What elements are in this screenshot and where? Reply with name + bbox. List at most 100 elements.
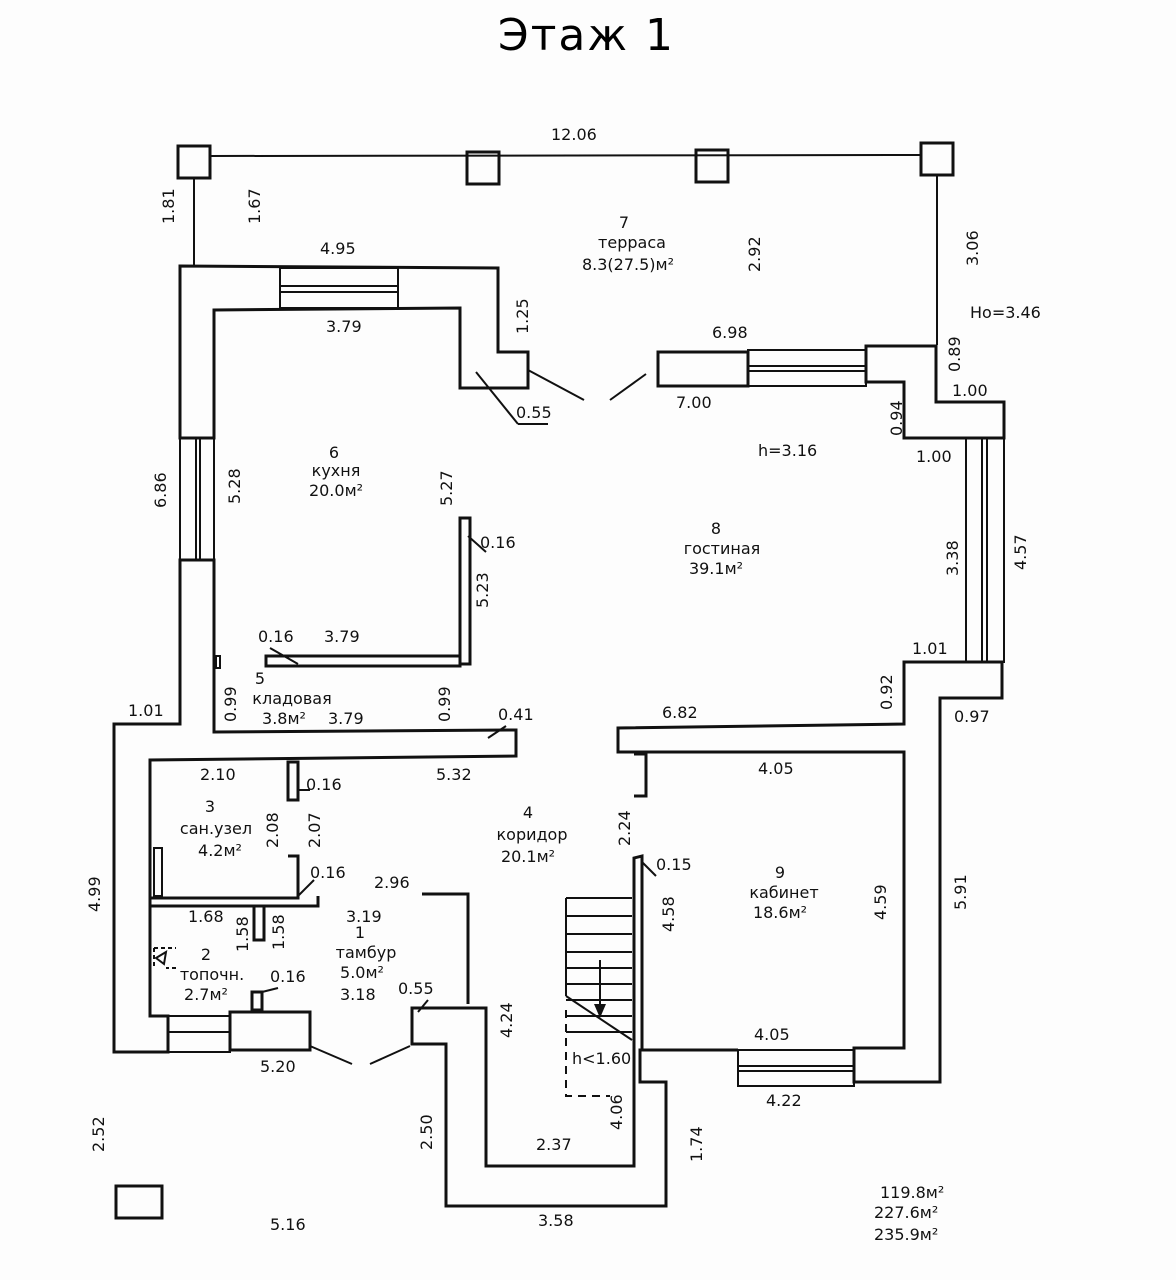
room-label-tambur: 1 тамбур 5.0м² [336, 923, 397, 982]
dimension-label: 0.94 [887, 400, 906, 436]
total-area: 227.6м² [874, 1203, 938, 1222]
dimension-label: 3.38 [943, 540, 962, 576]
dimension-label: 0.99 [435, 686, 454, 722]
dimension-label: 1.68 [188, 907, 224, 926]
room-label-boiler: 2 топочн. 2.7м² [180, 945, 244, 1004]
dimension-labels: 12.06 1.81 1.67 4.95 3.79 1.25 0.55 2.92… [85, 125, 1030, 1234]
svg-text:20.1м²: 20.1м² [501, 847, 555, 866]
dimension-label: 3.58 [538, 1211, 574, 1230]
dimension-label: 1.25 [513, 298, 532, 334]
stair-height-label: h<1.60 [572, 1049, 631, 1068]
ceiling-height-label: h=3.16 [758, 441, 817, 460]
dimension-label: 0.89 [945, 336, 964, 372]
plan-title: Этаж 1 [498, 10, 675, 61]
room-label-kitchen: 6 кухня 20.0м² [309, 443, 363, 500]
svg-text:терраса: терраса [598, 233, 666, 252]
ceiling-height-label: Hо=3.46 [970, 303, 1041, 322]
dimension-label: 3.79 [328, 709, 364, 728]
dimension-label: 2.07 [305, 812, 324, 848]
dimension-label: 1.01 [912, 639, 948, 658]
dimension-label: 2.52 [89, 1116, 108, 1152]
room-label-bathroom: 3 сан.узел 4.2м² [180, 797, 252, 860]
svg-text:кухня: кухня [312, 461, 361, 480]
svg-text:кабинет: кабинет [749, 883, 818, 902]
svg-text:гостиная: гостиная [684, 539, 761, 558]
svg-text:8: 8 [711, 519, 721, 538]
svg-text:2.7м²: 2.7м² [184, 985, 228, 1004]
svg-text:коридор: коридор [496, 825, 567, 844]
dimension-label: 2.08 [263, 812, 282, 848]
area-totals: 119.8м² 227.6м² 235.9м² [874, 1183, 944, 1244]
room-label-living: 8 гостиная 39.1м² [684, 519, 761, 578]
dimension-label: 4.59 [871, 884, 890, 920]
svg-text:5.0м²: 5.0м² [340, 963, 384, 982]
dimension-label: 5.20 [260, 1057, 296, 1076]
svg-text:8.3(27.5)м²: 8.3(27.5)м² [582, 255, 674, 274]
dimension-label: 0.15 [656, 855, 692, 874]
outdoor-column [114, 1184, 164, 1220]
dimension-label: 2.10 [200, 765, 236, 784]
dimension-label: 4.57 [1011, 534, 1030, 570]
dimension-label: 0.16 [306, 775, 342, 794]
dimension-label: 4.22 [766, 1091, 802, 1110]
exterior-walls [112, 264, 1006, 1208]
dimension-label: 2.24 [615, 810, 634, 846]
svg-text:7: 7 [619, 213, 629, 232]
dimension-label: 3.18 [340, 985, 376, 1004]
svg-text:тамбур: тамбур [336, 943, 397, 962]
svg-text:9: 9 [775, 863, 785, 882]
total-area: 235.9м² [874, 1225, 938, 1244]
dimension-label: 0.41 [498, 705, 534, 724]
svg-text:3.8м²: 3.8м² [262, 709, 306, 728]
dimension-label: 0.55 [398, 979, 434, 998]
dimension-label: 4.05 [754, 1025, 790, 1044]
dimension-label: 4.58 [659, 896, 678, 932]
dimension-label: 2.37 [536, 1135, 572, 1154]
dimension-label: 2.50 [417, 1114, 436, 1150]
dimension-label: 3.79 [324, 627, 360, 646]
terrace-column [694, 148, 730, 184]
dimension-label: 4.24 [497, 1002, 516, 1038]
svg-text:4: 4 [523, 803, 533, 822]
dimension-label: 1.67 [245, 188, 264, 224]
dimension-label: 0.99 [221, 686, 240, 722]
total-area: 119.8м² [880, 1183, 944, 1202]
dimension-label: 4.05 [758, 759, 794, 778]
dimension-label: 2.96 [374, 873, 410, 892]
dimension-label: 1.00 [952, 381, 988, 400]
svg-text:18.6м²: 18.6м² [753, 903, 807, 922]
dimension-label: 0.16 [310, 863, 346, 882]
room-label-corridor: 4 коридор 20.1м² [496, 803, 567, 866]
svg-text:2: 2 [201, 945, 211, 964]
dimension-label: 5.32 [436, 765, 472, 784]
leader-lines [261, 371, 657, 1013]
dimension-label: 6.86 [151, 472, 170, 508]
dimension-label: 0.97 [954, 707, 990, 726]
room-label-storage: 5 кладовая 3.8м² [252, 669, 331, 728]
dimension-label: 3.06 [963, 230, 982, 266]
dimension-label: 0.16 [480, 533, 516, 552]
dimension-label: 5.23 [473, 572, 492, 608]
dimension-label: 7.00 [676, 393, 712, 412]
room-label-study: 9 кабинет 18.6м² [749, 863, 818, 922]
svg-text:1: 1 [355, 923, 365, 942]
dimension-label: 4.06 [607, 1094, 626, 1130]
svg-text:3: 3 [205, 797, 215, 816]
room-label-terrace: 7 терраса 8.3(27.5)м² [582, 213, 674, 274]
dimension-label: 5.91 [951, 874, 970, 910]
dimension-label: 0.55 [516, 403, 552, 422]
dimension-label: 1.58 [233, 916, 252, 952]
dimension-label: 0.92 [877, 674, 896, 710]
dimension-label: 1.01 [128, 701, 164, 720]
dimension-label: 0.16 [270, 967, 306, 986]
dimension-label: 1.74 [687, 1126, 706, 1162]
dimension-label: 4.95 [320, 239, 356, 258]
dimension-label: 2.92 [745, 236, 764, 272]
dimension-label: 3.79 [326, 317, 362, 336]
staircase [565, 897, 633, 1097]
interior-walls [150, 369, 648, 1065]
svg-text:топочн.: топочн. [180, 965, 244, 984]
dimension-label: 4.99 [85, 876, 104, 912]
svg-text:4.2м²: 4.2м² [198, 841, 242, 860]
dimension-label: 3.19 [346, 907, 382, 926]
